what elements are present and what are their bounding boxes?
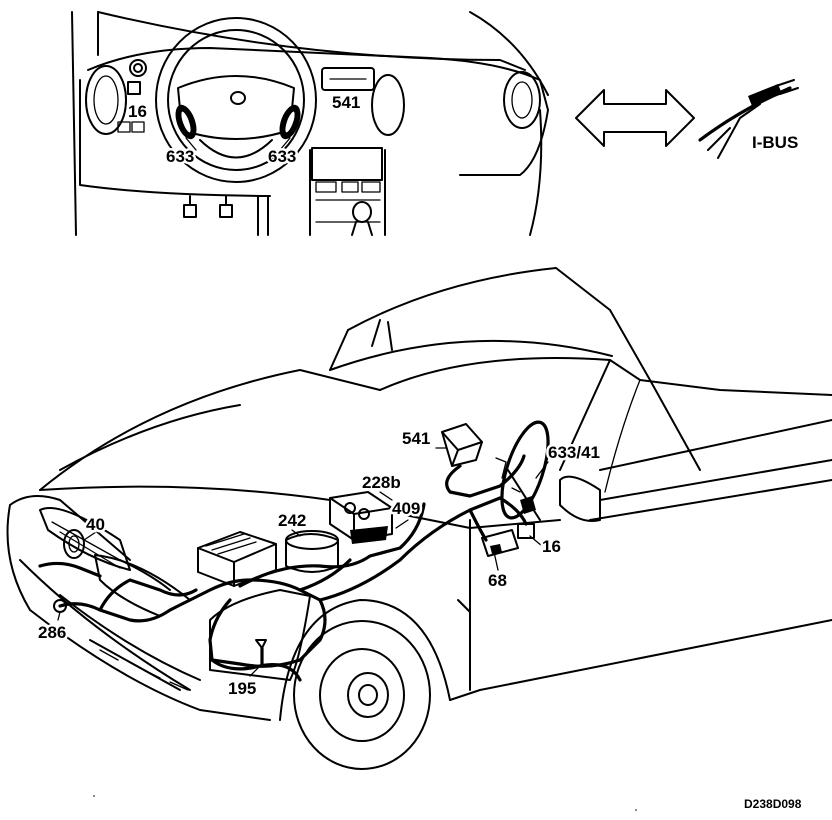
bus-connector-icon [698,79,799,159]
roof-front-edge [347,267,557,331]
label-541: 541 [402,429,430,448]
double-arrow-icon [575,89,695,147]
dashboard-outline [87,47,549,176]
front-bumper [6,504,271,721]
label-633-41: 633/41 [548,443,600,462]
windshield-lower [379,357,641,391]
pedal-left [183,204,197,218]
center-right-vent [371,74,405,136]
a-pillar-left [71,11,77,236]
left-vent [85,65,127,135]
label-541-dash: 541 [332,93,360,112]
bus-label: I-BUS [752,133,798,152]
label-286: 286 [38,623,66,642]
bus-legend: I-BUS [575,79,799,159]
radio-unit [321,67,375,91]
steering-wheel-side [500,420,550,520]
label-40: 40 [86,515,105,534]
label-16: 16 [542,537,561,556]
component-541 [441,423,483,467]
label-633-right: 633 [268,147,296,166]
label-68: 68 [488,571,507,590]
front-wheel [293,620,431,770]
component-195 [255,639,267,649]
label-242: 242 [278,511,306,530]
windshield-base-line [97,11,526,71]
label-228b: 228b [362,473,401,492]
control-box-left [197,531,277,587]
center-console-panel [311,147,383,181]
front-grille [39,507,131,571]
steering-wheel [155,17,317,183]
brand-emblem [63,529,85,559]
label-633-left: 633 [166,147,194,166]
label-16-dash: 16 [128,102,147,121]
gear-knob [352,201,372,223]
hood-edge [39,485,561,529]
component-16 [517,523,535,539]
pedal-right [219,204,233,218]
right-vent [503,71,541,129]
figure-code: D238D098 [744,797,802,811]
label-409: 409 [392,499,420,518]
wiring-harness [58,578,327,668]
side-mirror [559,475,601,522]
dashboard-view: 16 541 633 633 [71,11,549,236]
car-view: 541 633/41 228b 409 242 40 16 68 286 195 [6,267,832,770]
label-195: 195 [228,679,256,698]
hood-top [39,369,381,491]
